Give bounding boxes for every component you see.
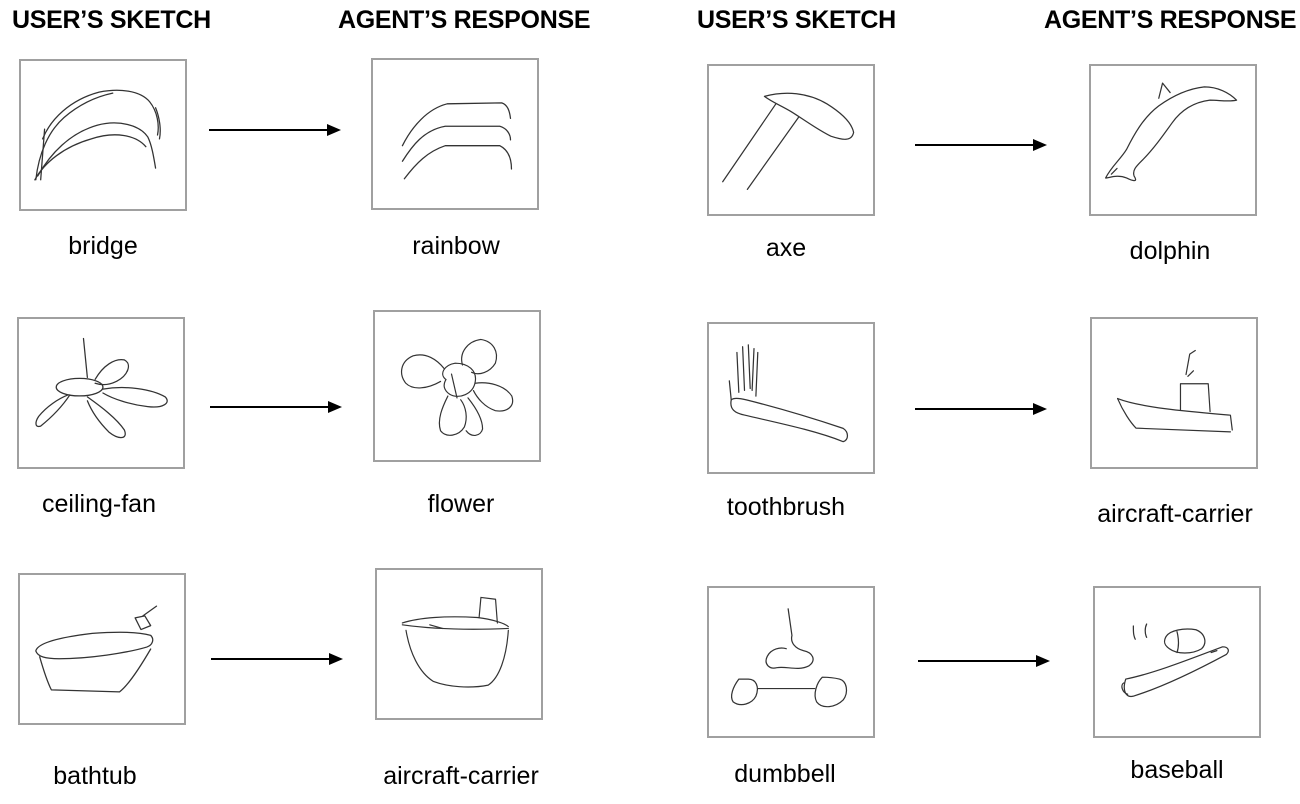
response-box-rainbow bbox=[371, 58, 539, 210]
aircraft-carrier-sketch-icon bbox=[1116, 349, 1233, 433]
rainbow-sketch-icon bbox=[401, 102, 513, 180]
sketch-box-bridge bbox=[19, 59, 187, 211]
response-label: rainbow bbox=[412, 232, 500, 260]
sketch-box-dumbbell bbox=[707, 586, 875, 738]
aircraft-carrier-sketch-icon bbox=[401, 596, 509, 688]
sketch-box-ceiling-fan bbox=[17, 317, 185, 469]
arrow-right-icon bbox=[210, 399, 342, 415]
response-box-baseball bbox=[1093, 586, 1261, 738]
sketch-label: ceiling-fan bbox=[42, 490, 156, 518]
header-left-user-sketch: USER’S SKETCH bbox=[12, 6, 211, 34]
response-label: dolphin bbox=[1129, 237, 1211, 265]
flower-sketch-icon bbox=[400, 338, 514, 436]
dumbbell-sketch-icon bbox=[731, 608, 848, 708]
sketch-box-toothbrush bbox=[707, 322, 875, 474]
baseball-sketch-icon bbox=[1121, 623, 1229, 698]
header-left-agent-response: AGENT’S RESPONSE bbox=[338, 6, 591, 34]
bridge-sketch-icon bbox=[34, 89, 161, 181]
arrow-right-icon bbox=[211, 651, 343, 667]
sketch-label: toothbrush bbox=[726, 493, 846, 521]
toothbrush-sketch-icon bbox=[728, 344, 849, 443]
axe-sketch-icon bbox=[722, 92, 855, 190]
sketch-box-bathtub bbox=[18, 573, 186, 725]
sketch-label: bridge bbox=[68, 232, 138, 260]
response-label: flower bbox=[427, 490, 495, 518]
arrow-right-icon bbox=[918, 653, 1050, 669]
arrow-right-icon bbox=[915, 401, 1047, 417]
header-right-user-sketch: USER’S SKETCH bbox=[697, 6, 896, 34]
arrow-right-icon bbox=[209, 122, 341, 138]
response-label: aircraft-carrier bbox=[1097, 500, 1253, 528]
response-box-aircraft-carrier bbox=[375, 568, 543, 720]
header-right-agent-response: AGENT’S RESPONSE bbox=[1044, 6, 1297, 34]
sketch-label: dumbbell bbox=[734, 760, 836, 788]
bathtub-sketch-icon bbox=[35, 605, 158, 693]
sketch-label: axe bbox=[765, 234, 807, 262]
dolphin-sketch-icon bbox=[1105, 82, 1238, 182]
response-label: aircraft-carrier bbox=[383, 762, 539, 790]
arrow-right-icon bbox=[915, 137, 1047, 153]
response-box-flower bbox=[373, 310, 541, 462]
sketch-label: bathtub bbox=[53, 762, 137, 790]
response-box-aircraft-carrier bbox=[1090, 317, 1258, 469]
response-box-dolphin bbox=[1089, 64, 1257, 216]
response-label: baseball bbox=[1130, 756, 1224, 784]
sketch-box-axe bbox=[707, 64, 875, 216]
ceiling-fan-sketch-icon bbox=[35, 337, 168, 439]
